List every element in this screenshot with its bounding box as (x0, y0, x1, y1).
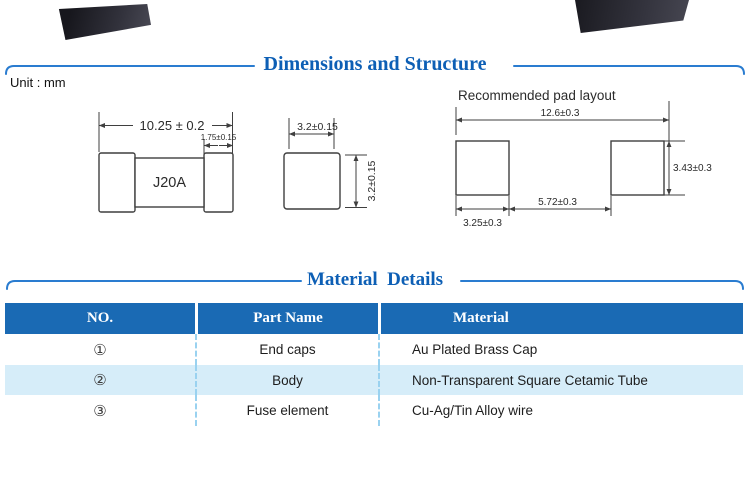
pad-layout-drawing: Recommended pad layout 12.6±0.3 3.43±0.3… (455, 88, 712, 229)
fuse-front-view-drawing: 10.25 ± 0.2 1.75±0.15 J20A (98, 112, 237, 213)
dim-pad-height: 3.43±0.3 (673, 163, 712, 174)
part-name: Fuse element (195, 395, 378, 426)
row-number: ② (93, 371, 107, 389)
part-name: End caps (195, 334, 378, 365)
table-row: ③ Fuse element Cu-Ag/Tin Alloy wire (5, 395, 743, 426)
dim-side-height: 3.2±0.15 (366, 160, 378, 201)
dim-pad-width: 3.25±0.3 (463, 218, 502, 229)
fuse-right-cap (203, 152, 234, 213)
fuse-body (134, 157, 205, 208)
section-title-dimensions: Dimensions and Structure (263, 53, 487, 75)
row-number: ③ (93, 401, 107, 420)
dim-overall-width: 10.25 ± 0.2 (140, 118, 205, 133)
dim-pad-overall: 12.6±0.3 (541, 108, 580, 119)
dim-side-width: 3.2±0.15 (297, 121, 338, 133)
material-table: NO. Part Name Material ① End caps Au Pla… (5, 303, 743, 426)
pad-left (455, 140, 510, 196)
fuse-left-cap (98, 152, 136, 213)
material-value: Au Plated Brass Cap (378, 334, 743, 365)
column-header-material: Material (378, 303, 743, 334)
product-photo-fragment-right (575, 0, 689, 33)
dim-pad-gap: 5.72±0.3 (538, 197, 577, 208)
dimension-lines (98, 112, 234, 155)
table-row: ① End caps Au Plated Brass Cap (5, 334, 743, 365)
column-header-no: NO. (86, 310, 114, 326)
product-photo-fragment-left (58, 4, 151, 40)
dimension-lines (288, 118, 367, 208)
table-header-row: NO. Part Name Material (5, 303, 743, 334)
dimension-lines (455, 101, 685, 216)
material-value: Non-Transparent Square Cetamic Tube (378, 365, 743, 395)
row-number: ① (93, 340, 107, 359)
table-body: ① End caps Au Plated Brass Cap ② Body No… (5, 334, 743, 426)
fuse-square-body (283, 152, 341, 210)
unit-label: Unit : mm (10, 75, 66, 90)
pad-right (610, 140, 665, 196)
fuse-marking: J20A (153, 175, 186, 191)
dim-cap-width: 1.75±0.15 (201, 133, 237, 142)
column-header-part-name: Part Name (195, 303, 378, 334)
fuse-side-view-drawing: 3.2±0.15 3.2±0.15 (283, 118, 378, 210)
table-row: ② Body Non-Transparent Square Cetamic Tu… (5, 365, 743, 395)
material-value: Cu-Ag/Tin Alloy wire (378, 395, 743, 426)
pad-layout-title: Recommended pad layout (458, 88, 616, 103)
section-title-materials: Material Details (306, 269, 444, 290)
part-name: Body (195, 365, 378, 395)
